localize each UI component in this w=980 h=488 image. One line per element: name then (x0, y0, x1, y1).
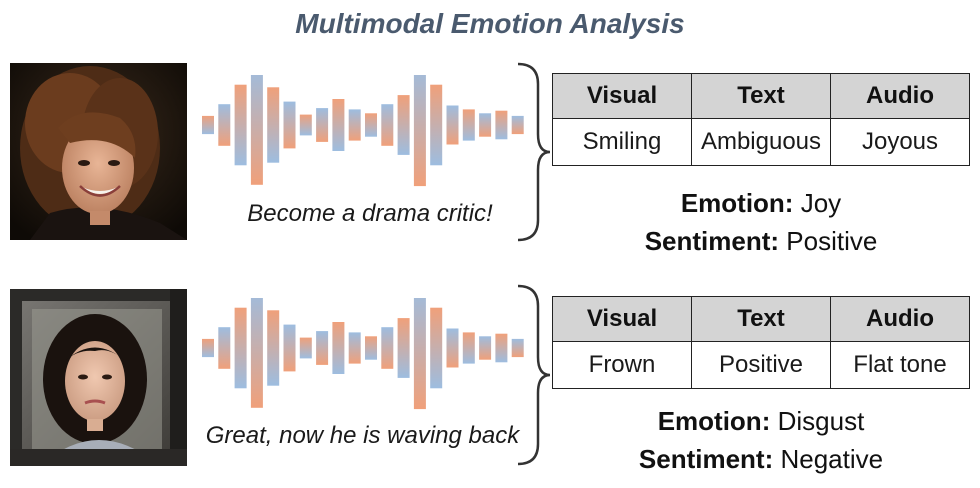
waveform-bar (218, 104, 231, 146)
modality-table: Visual Text Audio Smiling Ambiguous Joyo… (552, 73, 970, 166)
waveform-bar (316, 331, 329, 365)
header-text: Text (691, 296, 831, 342)
waveform-bar (365, 336, 377, 360)
waveform-bar (511, 115, 524, 135)
cell-visual: Smiling (552, 118, 692, 166)
waveform-bar (462, 332, 475, 364)
waveform-bar (413, 286, 426, 410)
emotion-result: Emotion: Disgust (657, 406, 865, 436)
waveform-bar (365, 113, 377, 137)
waveform-bar (381, 327, 394, 369)
waveform-bar (413, 63, 426, 187)
modality-table: Visual Text Audio Frown Positive Flat to… (552, 296, 970, 389)
waveform-bar (446, 105, 459, 145)
waveform-bar (299, 337, 312, 359)
sentiment-result: Sentiment: Negative (638, 444, 884, 474)
waveform-bar (430, 84, 443, 166)
waveform-bar (316, 108, 329, 142)
cell-audio: Flat tone (830, 341, 970, 389)
utterance-caption: Great, now he is waving back (205, 422, 520, 449)
waveform-bar (267, 310, 280, 386)
sentiment-result: Sentiment: Positive (644, 226, 878, 256)
header-text: Text (691, 73, 831, 119)
header-audio: Audio (830, 296, 970, 342)
waveform-bar (332, 322, 345, 374)
header-visual: Visual (552, 296, 692, 342)
right-brace (508, 62, 554, 242)
header-visual: Visual (552, 73, 692, 119)
audio-waveform (198, 286, 524, 428)
cell-audio: Joyous (830, 118, 970, 166)
emotion-result: Emotion: Joy (680, 188, 842, 218)
cell-text: Ambiguous (691, 118, 831, 166)
waveform-bar (234, 307, 247, 389)
utterance-caption: Become a drama critic! (247, 200, 493, 227)
waveform-bar (462, 109, 475, 141)
waveform-bar (348, 109, 361, 141)
waveform-bar (283, 324, 296, 372)
waveform-bar (495, 333, 508, 363)
audio-waveform (198, 63, 524, 205)
waveform-bar (479, 113, 492, 137)
waveform-bar (250, 288, 263, 408)
waveform-bar (283, 101, 296, 149)
waveform-bar (446, 328, 459, 368)
waveform-bar (299, 114, 312, 136)
waveform-bar (397, 95, 410, 155)
waveform-bar (202, 338, 214, 358)
waveform-bar (381, 104, 394, 146)
waveform-bar (430, 307, 443, 389)
waveform-bar (218, 327, 231, 369)
diagram-title: Multimodal Emotion Analysis (295, 8, 685, 39)
waveform-bar (348, 332, 361, 364)
waveform-bar (479, 336, 492, 360)
waveform-bar (234, 84, 247, 166)
right-brace (508, 284, 554, 466)
waveform-bar (332, 99, 345, 151)
waveform-bar (267, 87, 280, 163)
header-audio: Audio (830, 73, 970, 119)
cell-text: Positive (691, 341, 831, 389)
face-image-frowning-woman (10, 289, 187, 466)
cell-visual: Frown (552, 341, 692, 389)
waveform-bar (397, 318, 410, 378)
waveform-bar (202, 115, 214, 135)
face-image-smiling-woman (10, 63, 187, 240)
waveform-bar (250, 65, 263, 185)
waveform-bar (495, 110, 508, 140)
waveform-bar (511, 338, 524, 358)
